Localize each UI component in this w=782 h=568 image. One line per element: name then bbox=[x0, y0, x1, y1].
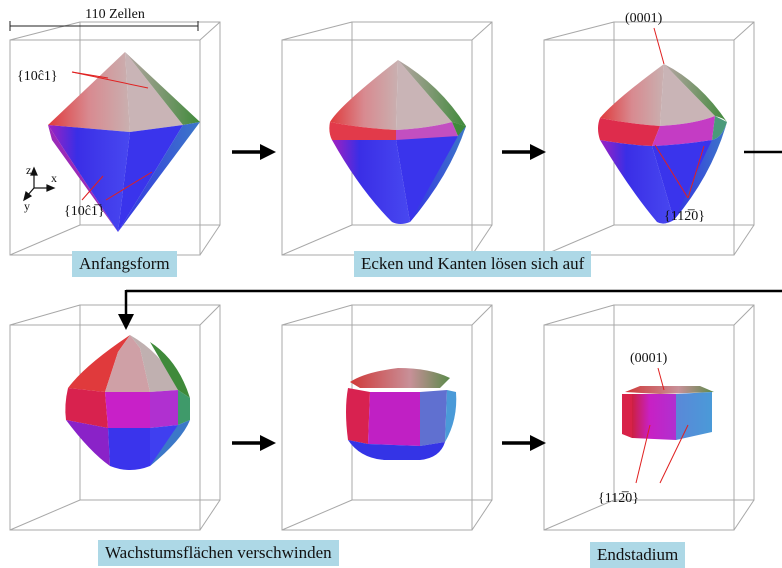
label-prism-face-1: {112̅0} bbox=[664, 209, 705, 224]
axis-y-label: y bbox=[24, 199, 30, 213]
crystal-1-bipyramid bbox=[48, 52, 200, 232]
axes-icon: z x y bbox=[23, 163, 57, 213]
process-arrows bbox=[118, 144, 782, 451]
box-5 bbox=[281, 304, 493, 531]
label-basal-face-2: (0001) bbox=[630, 351, 668, 366]
crystal-4-truncated bbox=[65, 335, 190, 470]
crystal-6-hex-prism bbox=[622, 386, 714, 440]
annotation-lines bbox=[71, 27, 705, 484]
axis-x-label: x bbox=[51, 171, 57, 185]
caption-initial-shape: Anfangsform bbox=[72, 251, 177, 277]
arrow-4-to-5 bbox=[232, 435, 276, 451]
scale-bar: 110 Zellen bbox=[9, 7, 199, 31]
label-prism-face-2: {112̅0} bbox=[598, 491, 639, 506]
arrow-row-connector bbox=[118, 150, 782, 330]
caption-faces-vanish: Wachstumsflächen verschwinden bbox=[98, 540, 339, 566]
crystal-3-belt bbox=[598, 64, 727, 224]
box-6 bbox=[543, 304, 755, 531]
crystal-5-rounded-prism bbox=[346, 368, 457, 460]
caption-final-stage: Endstadium bbox=[590, 542, 686, 568]
arrow-5-to-6 bbox=[502, 435, 546, 451]
arrow-2-to-3 bbox=[502, 144, 546, 160]
label-basal-face-1: (0001) bbox=[625, 11, 663, 26]
crystal-2-rounded bbox=[329, 60, 466, 224]
label-pyramid-top: {10ĉ1} bbox=[17, 69, 58, 84]
label-pyramid-bottom: {10ĉ1̅} bbox=[64, 204, 105, 219]
scale-label: 110 Zellen bbox=[85, 7, 145, 22]
axis-z-label: z bbox=[26, 163, 31, 177]
arrow-1-to-2 bbox=[232, 144, 276, 160]
caption-corners-dissolve: Ecken und Kanten lösen sich auf bbox=[354, 251, 592, 277]
